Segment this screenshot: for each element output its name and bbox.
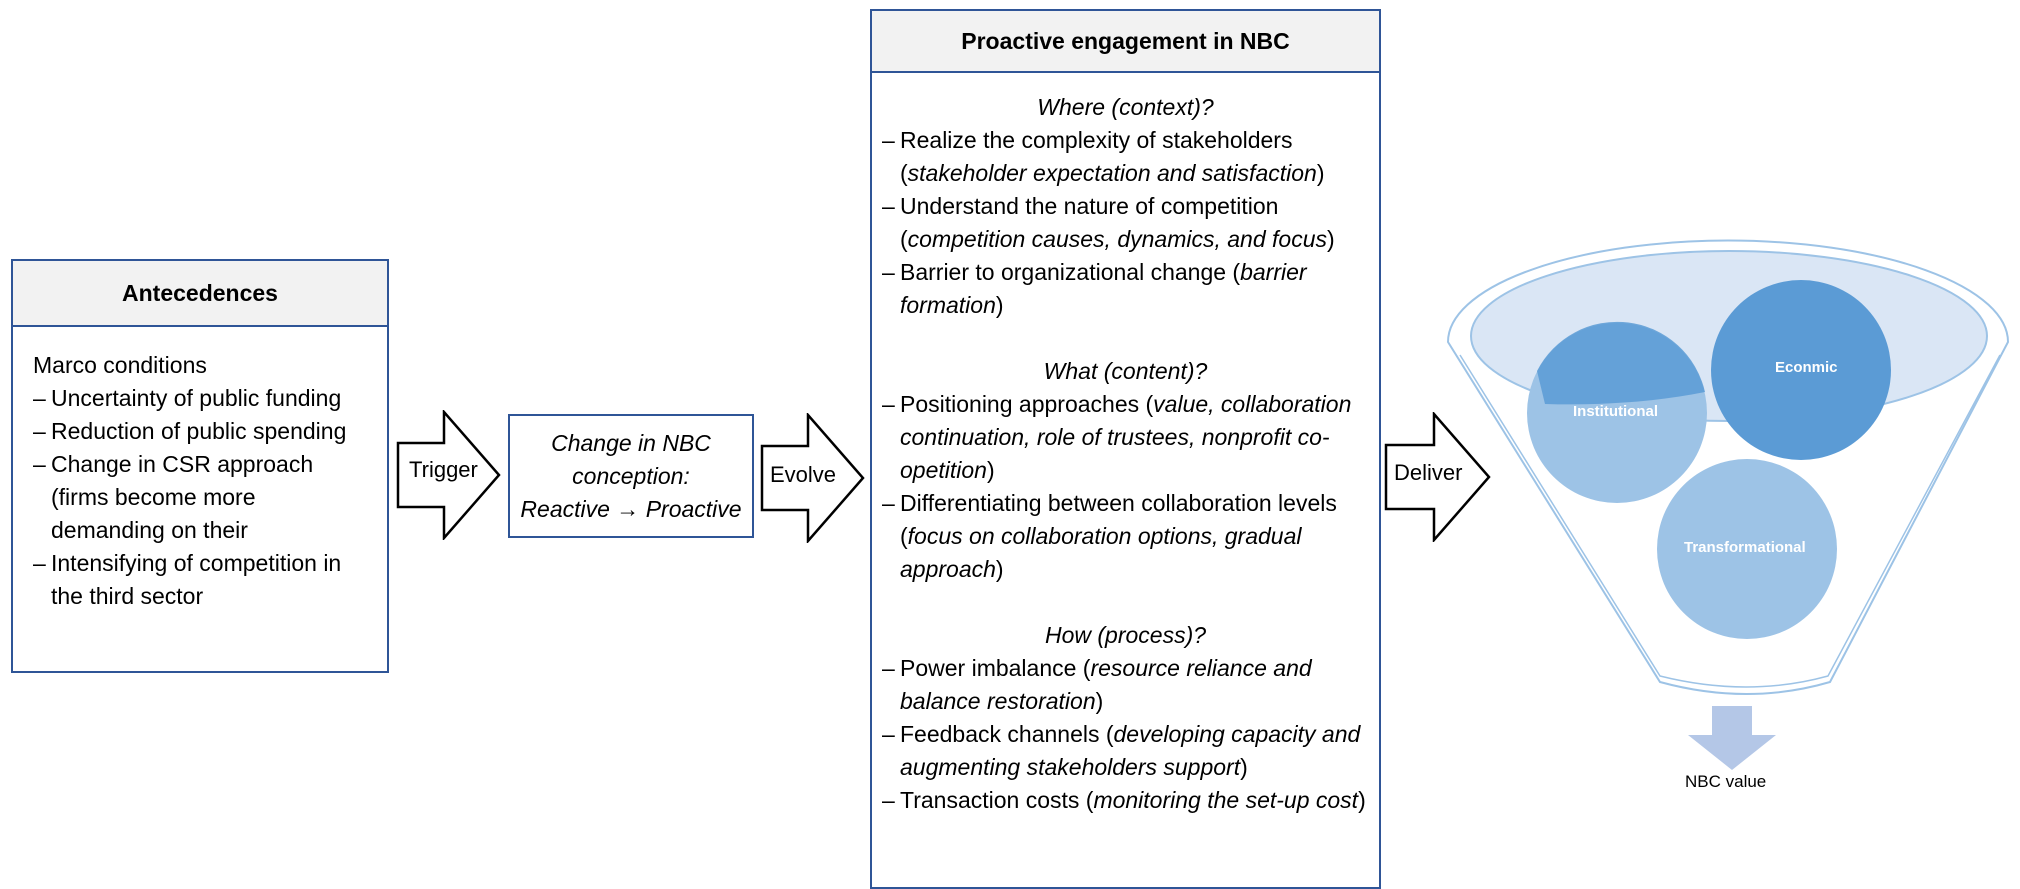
nbc-value-label: NBC value bbox=[1685, 772, 1767, 791]
proactive-engagement-box: Proactive engagement in NBC Where (conte… bbox=[870, 9, 1381, 889]
where-item: Realize the complexity of stakeholders (… bbox=[882, 124, 1369, 190]
econmic-circle bbox=[1711, 280, 1891, 460]
transformational-label: Transformational bbox=[1684, 539, 1806, 556]
how-item: Power imbalance (resource reliance and b… bbox=[882, 652, 1369, 718]
antecedences-title: Antecedences bbox=[13, 261, 387, 327]
institutional-top-half bbox=[1537, 321, 1705, 405]
antecedences-box: Antecedences Marco conditions Uncertaint… bbox=[11, 259, 389, 673]
trigger-label: Trigger bbox=[409, 457, 478, 482]
how-item: Feedback channels (developing capacity a… bbox=[882, 718, 1369, 784]
right-arrow-icon: → bbox=[616, 495, 640, 522]
deliver-label: Deliver bbox=[1394, 460, 1463, 485]
what-heading: What (content)? bbox=[1043, 358, 1208, 384]
deliver-arrow bbox=[1384, 412, 1491, 542]
funnel-inner bbox=[1459, 354, 2001, 688]
change-conception-box: Change in NBC conception: Reactive → Pro… bbox=[508, 414, 754, 538]
value-funnel bbox=[1446, 239, 2010, 770]
change-line2: conception: bbox=[572, 462, 690, 489]
evolve-arrow bbox=[760, 413, 865, 543]
proactive-content: Where (context)? Realize the complexity … bbox=[872, 73, 1379, 817]
transformational-circle bbox=[1657, 459, 1837, 639]
institutional-label: Institutional bbox=[1573, 403, 1658, 420]
proactive-label: Proactive bbox=[645, 495, 742, 522]
antecedences-intro: Marco conditions bbox=[33, 352, 207, 378]
antecedence-item: Intensifying of competition in the third… bbox=[33, 547, 367, 613]
antecedence-item: Change in CSR approach (firms become mor… bbox=[33, 448, 367, 547]
output-arrow bbox=[1688, 706, 1776, 770]
change-line1: Change in NBC bbox=[551, 429, 711, 456]
what-item: Positioning approaches (value, collabora… bbox=[882, 388, 1369, 487]
how-heading: How (process)? bbox=[1044, 622, 1207, 648]
where-item: Barrier to organizational change (barrie… bbox=[882, 256, 1369, 322]
antecedences-content: Marco conditions Uncertainty of public f… bbox=[13, 327, 387, 613]
where-heading: Where (context)? bbox=[1037, 94, 1214, 120]
antecedence-item: Reduction of public spending bbox=[33, 415, 367, 448]
how-item: Transaction costs (monitoring the set-up… bbox=[882, 784, 1369, 817]
proactive-title: Proactive engagement in NBC bbox=[872, 11, 1379, 73]
econmic-label: Econmic bbox=[1775, 359, 1838, 376]
reactive-label: Reactive bbox=[520, 495, 610, 522]
change-line3: Reactive → Proactive bbox=[510, 493, 752, 526]
trigger-arrow bbox=[396, 410, 501, 540]
evolve-label: Evolve bbox=[770, 462, 837, 487]
antecedence-item: Uncertainty of public funding bbox=[33, 382, 367, 415]
where-item: Understand the nature of competition (co… bbox=[882, 190, 1369, 256]
what-item: Differentiating between collaboration le… bbox=[882, 487, 1369, 586]
